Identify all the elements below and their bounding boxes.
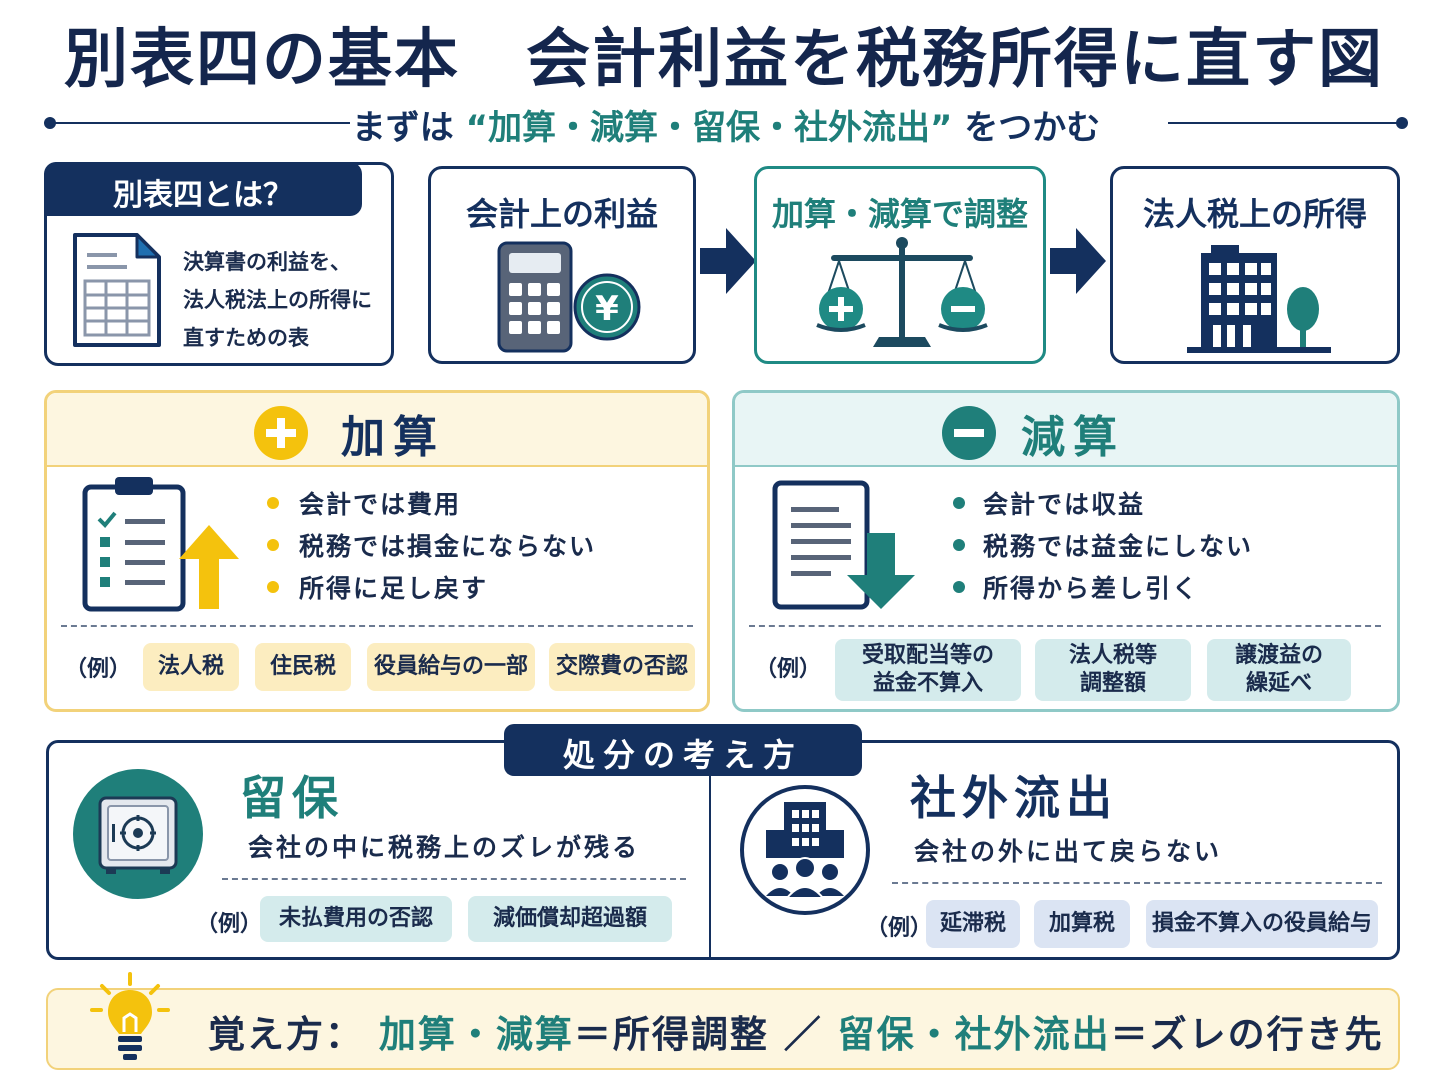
subtract-panel: 減算 会計では収益 税務では益金にしない 所得から差し引く （例） 受取配当等の…: [732, 390, 1400, 712]
memory-tip: 覚え方： 加算・減算＝所得調整 ／ 留保・社外流出＝ズレの行き先: [46, 972, 1400, 1070]
subtitle: まずは “加算・減算・留保・社外流出” をつかむ: [44, 100, 1408, 149]
flow-label: 加算・減算で調整: [771, 195, 1028, 233]
what-desc-line: 法人税法上の所得に: [183, 288, 372, 312]
flow-adjustment: 加算・減算で調整: [754, 166, 1046, 364]
example-pill: 住民税: [255, 643, 351, 691]
calculator-yen-icon: ¥: [497, 241, 641, 353]
what-desc-line: 直すための表: [183, 326, 309, 350]
checklist-clipboard-icon: [82, 477, 239, 612]
tip-part2: 留保・社外流出: [837, 1013, 1111, 1056]
example-pill: 受取配当等の 益金不算入: [835, 639, 1021, 701]
example-pill: 法人税: [143, 643, 239, 691]
plus-circle-icon: [254, 406, 308, 460]
tip-lead: 覚え方：: [208, 1013, 364, 1056]
example-pill-line: 受取配当等の: [861, 643, 994, 668]
add-panel: 加算 会計では費用 税務では損金にならない 所得に足し戻す （例） 法人税 住民…: [44, 390, 710, 712]
divider: [222, 878, 686, 880]
example-pill: 未払費用の否認: [260, 896, 452, 942]
what-box-title: 別表四とは？: [113, 178, 293, 213]
subtitle-open-quote: “: [465, 108, 488, 148]
tip-eq1: ＝所得調整: [573, 1013, 769, 1056]
example-pill-line: 調整額: [1079, 671, 1146, 696]
safe-icon: [73, 769, 203, 899]
retained-description: 会社の中に税務上のズレが残る: [248, 833, 641, 862]
example-pill: 譲渡益の 繰延べ: [1207, 639, 1351, 701]
disposal-divider: [709, 770, 711, 960]
add-panel-header: [47, 393, 707, 467]
bullet-dot: [953, 539, 965, 551]
example-pill: 役員給与の一部: [367, 643, 535, 691]
add-bullet: 会計では費用: [299, 490, 462, 519]
subtitle-row: まずは “加算・減算・留保・社外流出” をつかむ: [44, 100, 1408, 148]
company-people-icon: [740, 785, 870, 915]
tip-slash: ／: [783, 1013, 823, 1056]
bullet-dot: [953, 581, 965, 593]
add-bullet: 税務では損金にならない: [299, 532, 597, 561]
tip-eq2: ＝ズレの行き先: [1110, 1013, 1384, 1056]
subtitle-close-quote: ”: [930, 108, 953, 148]
subtitle-right-line: [1168, 122, 1402, 124]
example-pill: 加算税: [1034, 900, 1130, 948]
example-pill-line: 法人税等: [1068, 643, 1157, 668]
tip-part1: 加算・減算: [378, 1013, 574, 1056]
example-pill: 延滞税: [926, 900, 1020, 948]
divider: [61, 625, 693, 627]
disposal-title: 処分の考え方: [562, 736, 803, 774]
example-pill-line: 繰延べ: [1245, 671, 1312, 696]
retained-title: 留保: [240, 771, 344, 825]
example-pill: 減価償却超過額: [468, 896, 672, 942]
example-pill: 法人税等 調整額: [1035, 639, 1191, 701]
example-pill: 損金不算入の役員給与: [1146, 900, 1378, 948]
divider: [749, 625, 1381, 627]
flow-arrow-2-icon: [1050, 228, 1106, 294]
subtitle-left-line: [50, 122, 350, 124]
subtract-bullet: 税務では益金にしない: [983, 532, 1254, 561]
subtitle-suffix: をつかむ: [964, 108, 1101, 148]
subtitle-highlight: 加算・減算・留保・社外流出: [488, 108, 930, 148]
flow-arrow-1-icon: [700, 228, 756, 294]
what-box: 別表四とは？ 決算書の利益を、 法人税法上の所得に 直すための表: [44, 162, 394, 366]
add-bullet: 所得に足し戻す: [299, 574, 489, 603]
example-label: （例）: [65, 657, 132, 682]
office-building-icon: [1187, 245, 1331, 353]
outflow-description: 会社の外に出て戻らない: [914, 837, 1223, 866]
minus-circle-icon: [942, 406, 996, 460]
example-label: （例）: [866, 916, 933, 941]
example-pill-line: 譲渡益の: [1234, 643, 1323, 668]
flow-taxable-income: 法人税上の所得: [1110, 166, 1400, 364]
example-label: （例）: [196, 912, 263, 937]
example-label: （例）: [755, 657, 822, 682]
tip-text: 覚え方： 加算・減算＝所得調整 ／ 留保・社外流出＝ズレの行き先: [208, 1004, 1384, 1058]
flow-accounting-profit: 会計上の利益 ¥: [428, 166, 696, 364]
what-desc-line: 決算書の利益を、: [183, 250, 351, 274]
svg-text:¥: ¥: [595, 289, 619, 329]
document-down-arrow-icon: [772, 480, 915, 610]
bullet-dot: [267, 497, 279, 509]
subtract-panel-header: [735, 393, 1397, 467]
disposal-tab: 処分の考え方: [504, 724, 862, 776]
bullet-dot: [267, 539, 279, 551]
balance-scale-icon: [816, 237, 988, 347]
example-pill: 交際費の否認: [549, 643, 695, 691]
flow-label: 法人税上の所得: [1142, 195, 1367, 233]
subtract-title: 減算: [1021, 412, 1125, 463]
subtract-bullet: 会計では収益: [983, 490, 1146, 519]
bullet-dot: [267, 581, 279, 593]
subtitle-prefix: まずは: [351, 108, 454, 148]
page-title: 別表四の基本 会計利益を税務所得に直す図: [64, 23, 1384, 97]
subtract-bullet: 所得から差し引く: [983, 574, 1200, 603]
divider: [892, 882, 1382, 884]
spreadsheet-document-icon: [73, 233, 161, 347]
subtitle-right-dot: [1396, 117, 1408, 129]
bullet-dot: [953, 497, 965, 509]
what-box-description: 決算書の利益を、 法人税法上の所得に 直すための表: [183, 243, 388, 357]
outflow-title: 社外流出: [910, 771, 1118, 825]
lightbulb-icon: [90, 972, 170, 1060]
example-pill-line: 益金不算入: [872, 671, 983, 696]
what-box-tab: 別表四とは？: [44, 162, 362, 216]
flow-label: 会計上の利益: [465, 195, 658, 233]
add-title: 加算: [341, 412, 445, 463]
